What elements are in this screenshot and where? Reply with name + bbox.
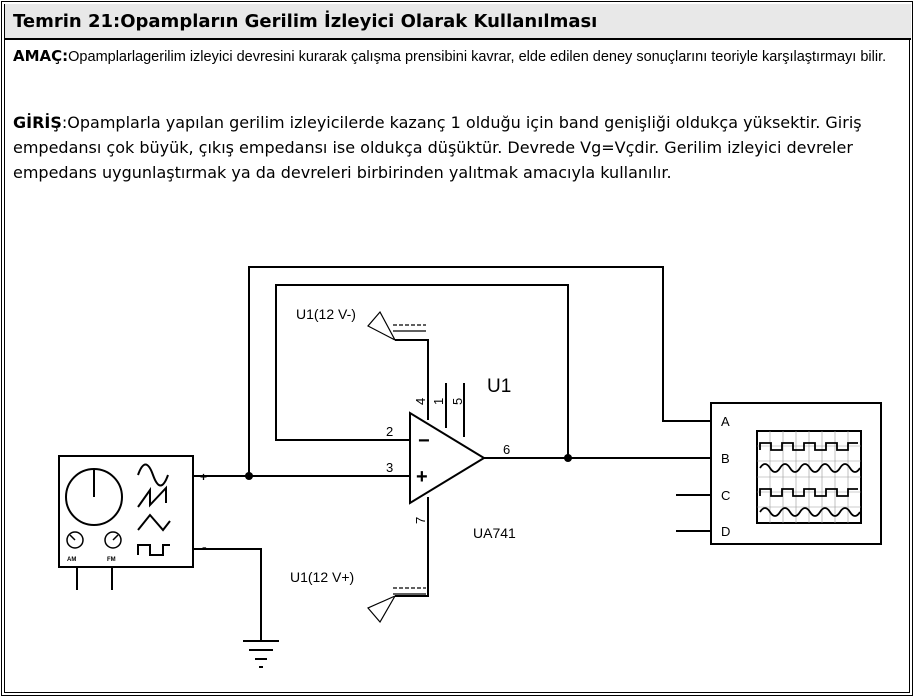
- opamp-minus-sign: −: [418, 430, 430, 452]
- svg-text:+: +: [200, 470, 207, 484]
- intro-text: :Opamplarla yapılan gerilim izleyicilerd…: [13, 113, 862, 182]
- scope-channel-c: C: [721, 488, 730, 503]
- pin-2-label: 2: [386, 424, 393, 439]
- objective-paragraph: AMAÇ:Opamplarlagerilim izleyici devresin…: [13, 46, 905, 68]
- intro-paragraph: GİRİŞ:Opamplarla yapılan gerilim izleyic…: [13, 110, 905, 185]
- intro-label: GİRİŞ: [13, 113, 62, 132]
- scope-channel-d: D: [721, 524, 730, 539]
- junction-dot: [564, 454, 572, 462]
- objective-text: Opamplarlagerilim izleyici devresini kur…: [68, 49, 887, 65]
- svg-text:AM: AM: [67, 557, 76, 563]
- circuit-wires: [76, 266, 711, 640]
- pin-3-label: 3: [386, 460, 393, 475]
- function-generator: AM FM + -: [58, 455, 207, 568]
- pin-7-label: 7: [413, 517, 428, 524]
- pin-6-label: 6: [503, 442, 510, 457]
- pin-4-label: 4: [413, 398, 428, 405]
- pin-1-label: 1: [431, 398, 446, 405]
- opamp-name-label: U1: [487, 376, 511, 397]
- supply-negative-symbol: [367, 310, 426, 341]
- page-title: Temrin 21:Opampların Gerilim İzleyici Ol…: [13, 10, 598, 32]
- objective-label: AMAÇ:: [13, 47, 69, 65]
- opamp-symbol: [409, 411, 486, 505]
- opamp-plus-sign: +: [416, 466, 428, 488]
- scope-channel-a: A: [721, 414, 730, 429]
- svg-text:-: -: [202, 539, 207, 555]
- waveform-icons: [137, 463, 171, 556]
- ground-icon: [243, 640, 279, 668]
- opamp-model-label: UA741: [473, 525, 516, 541]
- am-knob-icon: [66, 531, 84, 549]
- svg-text:FM: FM: [107, 557, 116, 563]
- supply-positive-symbol: [367, 587, 426, 624]
- scope-channel-b: B: [721, 451, 730, 466]
- supply-positive-label: U1(12 V+): [290, 569, 354, 585]
- content-area: AMAÇ:Opamplarlagerilim izleyici devresin…: [5, 40, 911, 690]
- fm-knob-icon: [104, 531, 122, 549]
- oscilloscope: A B C D: [710, 402, 882, 545]
- scope-traces: [759, 442, 861, 517]
- supply-negative-label: U1(12 V-): [296, 306, 356, 322]
- title-bar: Temrin 21:Opampların Gerilim İzleyici Ol…: [5, 4, 911, 40]
- frequency-dial-icon: [65, 468, 123, 526]
- junction-dot: [245, 472, 253, 480]
- pin-5-label: 5: [450, 398, 465, 405]
